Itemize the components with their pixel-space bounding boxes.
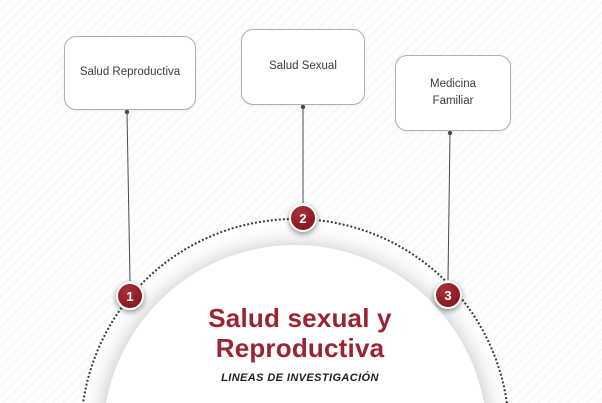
step-badge-3: 3 bbox=[434, 281, 462, 309]
step-badge-1: 1 bbox=[116, 282, 144, 310]
main-title-line2: Reproductiva bbox=[215, 333, 385, 363]
node-label: Salud Sexual bbox=[269, 60, 337, 73]
step-number: 3 bbox=[444, 287, 452, 303]
node-salud-sexual: Salud Sexual bbox=[241, 29, 365, 105]
step-number: 2 bbox=[299, 210, 307, 226]
main-title-line1: Salud sexual y bbox=[208, 303, 392, 333]
step-number: 1 bbox=[126, 288, 134, 304]
node-salud-reproductiva: Salud Reproductiva bbox=[64, 36, 196, 110]
node-label: Salud Reproductiva bbox=[79, 66, 181, 79]
node-label: Medicina Familiar bbox=[429, 77, 477, 107]
step-badge-2: 2 bbox=[289, 204, 317, 232]
subtitle: LINEAS DE INVESTIGACIÓN bbox=[221, 372, 379, 384]
title-block: Salud sexual y Reproductiva LINEAS DE IN… bbox=[145, 303, 455, 384]
node-medicina-familiar: Medicina Familiar bbox=[395, 55, 511, 131]
